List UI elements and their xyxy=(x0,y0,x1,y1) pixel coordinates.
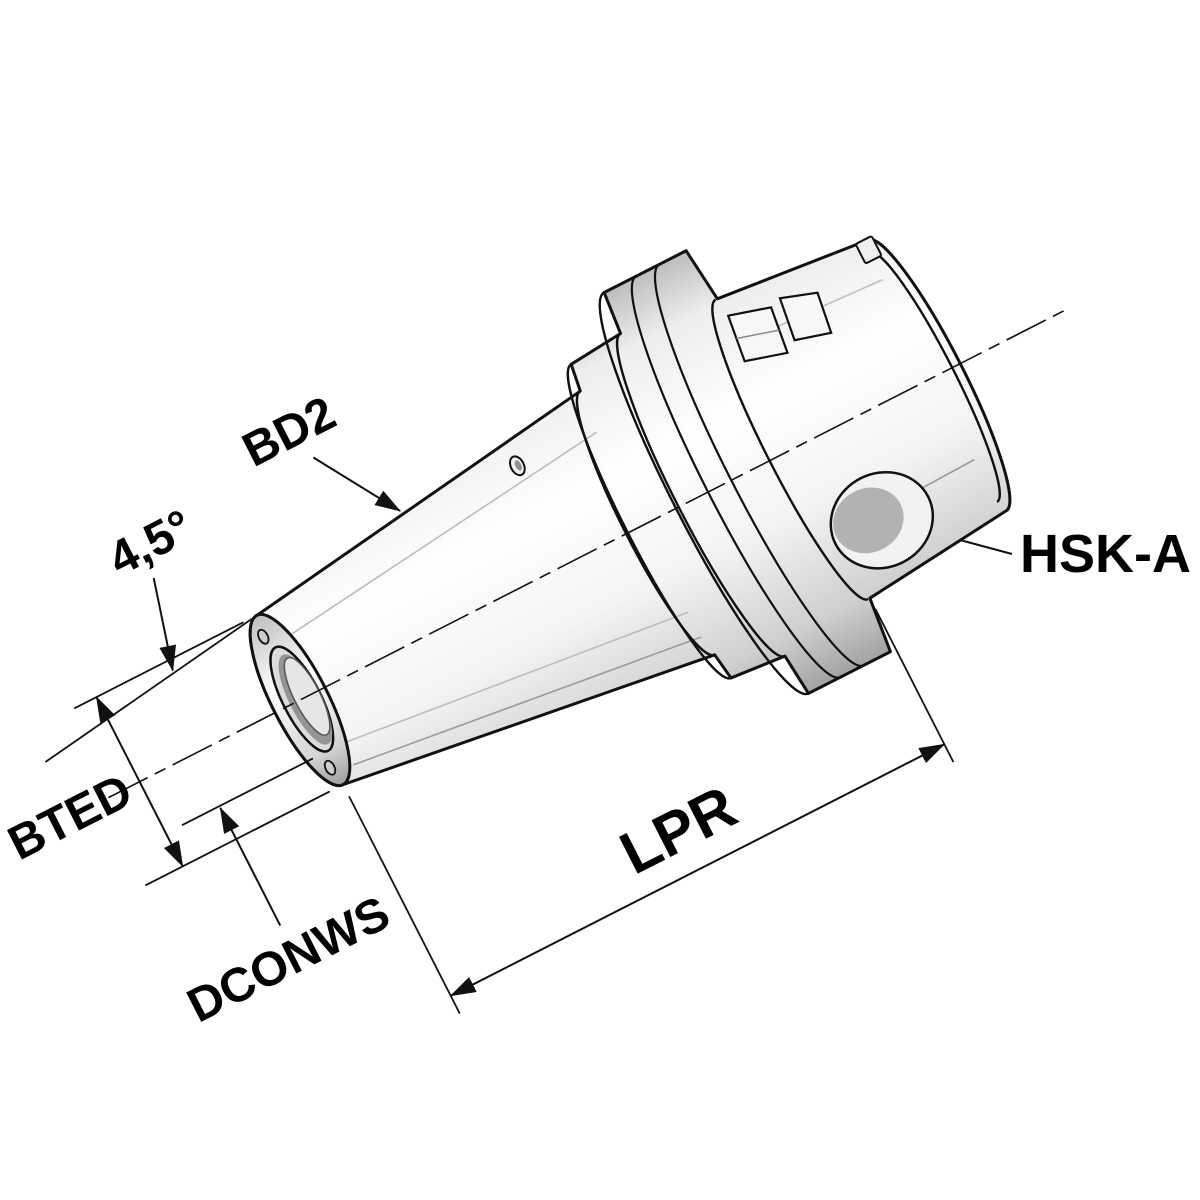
side-window-shadow xyxy=(833,487,904,554)
extension-line-face-top xyxy=(73,621,244,710)
hsk-leader-line xyxy=(959,539,1013,555)
drive-slot-edge xyxy=(736,329,780,340)
extension-line-lpr-left xyxy=(348,795,461,1015)
dimension-line-dconws xyxy=(219,806,282,927)
bd2-arrow xyxy=(312,456,402,512)
flange-inner-edge xyxy=(615,332,786,658)
extension-line-lpr-right xyxy=(874,608,955,763)
dimension-line-lpr xyxy=(449,743,946,997)
centerline xyxy=(108,308,1067,799)
taper-highlight xyxy=(287,431,598,638)
taper-angle-arrow xyxy=(152,577,177,672)
end-index-notch xyxy=(855,235,882,264)
drive-slot xyxy=(778,291,833,342)
dimension-line-bted xyxy=(95,696,184,868)
taper-highlight xyxy=(342,611,689,745)
coolant-hole-icon xyxy=(323,759,337,776)
extension-line-face-bottom xyxy=(144,790,331,887)
taper-shadow-line xyxy=(352,636,702,766)
extension-line-bore xyxy=(181,757,314,827)
flange-groove xyxy=(653,263,865,667)
hsk-label: HSK-A xyxy=(1020,524,1191,584)
taper-vent-hole-inner xyxy=(514,460,522,471)
coolant-hole-icon xyxy=(257,628,270,645)
